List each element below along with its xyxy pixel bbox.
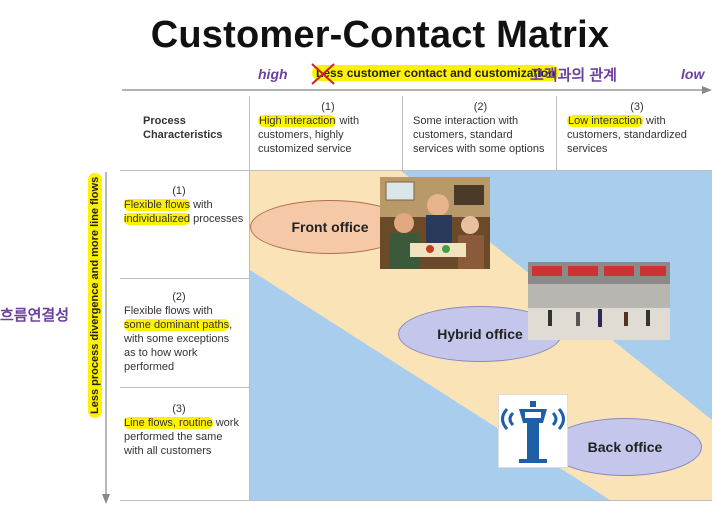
row-2-number: (2) (172, 291, 186, 303)
control-tower-glyph (501, 401, 565, 463)
row-highlight-text: Flexible flows (124, 199, 191, 211)
process-characteristics-header: Process Characteristics (143, 115, 223, 141)
axis-high-label: high (258, 66, 288, 82)
airline-service-photo (380, 177, 490, 269)
grid-line-h3 (120, 387, 250, 388)
korean-top-note: 고객과의 관계 (530, 67, 617, 84)
row-highlight-text: Line flows, routine (124, 417, 213, 429)
column-3-highlight: Low interaction (567, 115, 643, 127)
column-3-number: (3) (630, 101, 644, 113)
left-axis-highlight-wrap: Less process divergence and more line fl… (84, 172, 110, 418)
top-axis-highlight: Less customer contact and customization (312, 65, 560, 81)
top-axis-arrowhead (702, 86, 712, 94)
left-axis-label: Less process divergence and more line fl… (86, 172, 108, 418)
column-header-2: (2) Some interaction with customers, sta… (413, 100, 548, 156)
column-2-number: (2) (473, 101, 488, 113)
row-1-number: (1) (172, 185, 186, 197)
page-title: Customer-Contact Matrix (150, 14, 610, 56)
airport-terminal-photo (528, 262, 670, 340)
grid-line-v3 (556, 96, 557, 170)
column-3-text: with customers, standardized services (567, 115, 687, 155)
control-tower-icon (498, 394, 568, 468)
column-1-text: with customers, highly customized servic… (258, 115, 360, 155)
column-1-highlight: High interaction (258, 115, 337, 127)
row-text: , with some exceptions as to how work pe… (124, 319, 233, 373)
row-text: with (190, 199, 213, 211)
column-header-1: (1) High interaction with customers, hig… (258, 100, 398, 156)
column-header-3: (3) Low interaction with customers, stan… (567, 100, 707, 156)
airport-terminal-illustration (528, 262, 670, 340)
top-axis-label: Less customer contact and customization (312, 65, 560, 81)
row-text: processes (190, 213, 244, 225)
row-header-3: (3) Line flows, routine work performed th… (124, 402, 242, 458)
grid-line-h4 (120, 500, 712, 501)
left-axis-text: Less process divergence and more line fl… (88, 172, 102, 418)
grid-line-v2 (402, 96, 403, 170)
left-axis-arrowhead (102, 494, 110, 504)
row-3-number: (3) (172, 403, 186, 415)
grid-line-v1 (249, 96, 250, 500)
grid-line-h2 (120, 278, 250, 279)
row-highlight-text: some dominant paths (124, 319, 230, 331)
row-header-1: (1) Flexible flows with individualized pr… (124, 184, 244, 226)
red-x-mark-b (311, 63, 335, 85)
row-header-2: (2) Flexible flows with some dominant pat… (124, 290, 234, 374)
row-highlight-text: individualized (124, 213, 191, 225)
grid-line-h1 (120, 170, 712, 171)
korean-left-note: 흐름연결성 (0, 307, 70, 324)
struck-word: Less (316, 66, 344, 80)
row-text: Flexible flows with (124, 305, 213, 317)
column-1-number: (1) (321, 101, 335, 113)
airline-service-illustration (380, 177, 490, 269)
column-2-text: Some interaction with customers, standar… (413, 115, 545, 155)
row-text: work performed the same with all custome… (124, 417, 239, 457)
back-office-oval: Back office (548, 418, 702, 476)
top-axis-text: customer contact and customization (346, 66, 556, 80)
axis-low-label: low (681, 66, 705, 82)
